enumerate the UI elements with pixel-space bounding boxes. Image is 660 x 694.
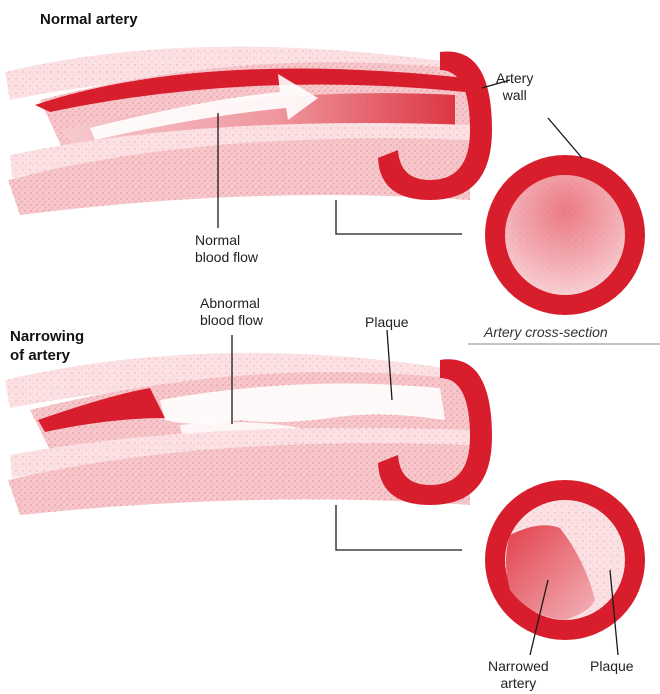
narrowed-artery-illustration — [5, 353, 492, 515]
artery-cross-section-label: Artery cross-section — [484, 324, 608, 341]
normal-blood-flow-label: Normal blood flow — [195, 232, 258, 266]
plaque-bottom-label: Plaque — [590, 658, 634, 675]
plaque-top-label: Plaque — [365, 314, 409, 331]
narrowed-cross-section — [485, 480, 645, 640]
normal-cross-section — [485, 155, 645, 315]
normal-artery-illustration — [5, 47, 492, 215]
artery-wall-label: Artery wall — [496, 70, 533, 104]
narrowing-of-artery-title: Narrowing of artery — [10, 327, 84, 365]
narrowed-artery-label: Narrowed artery — [488, 658, 549, 692]
abnormal-blood-flow-label: Abnormal blood flow — [200, 295, 263, 329]
normal-artery-title: Normal artery — [40, 10, 138, 29]
